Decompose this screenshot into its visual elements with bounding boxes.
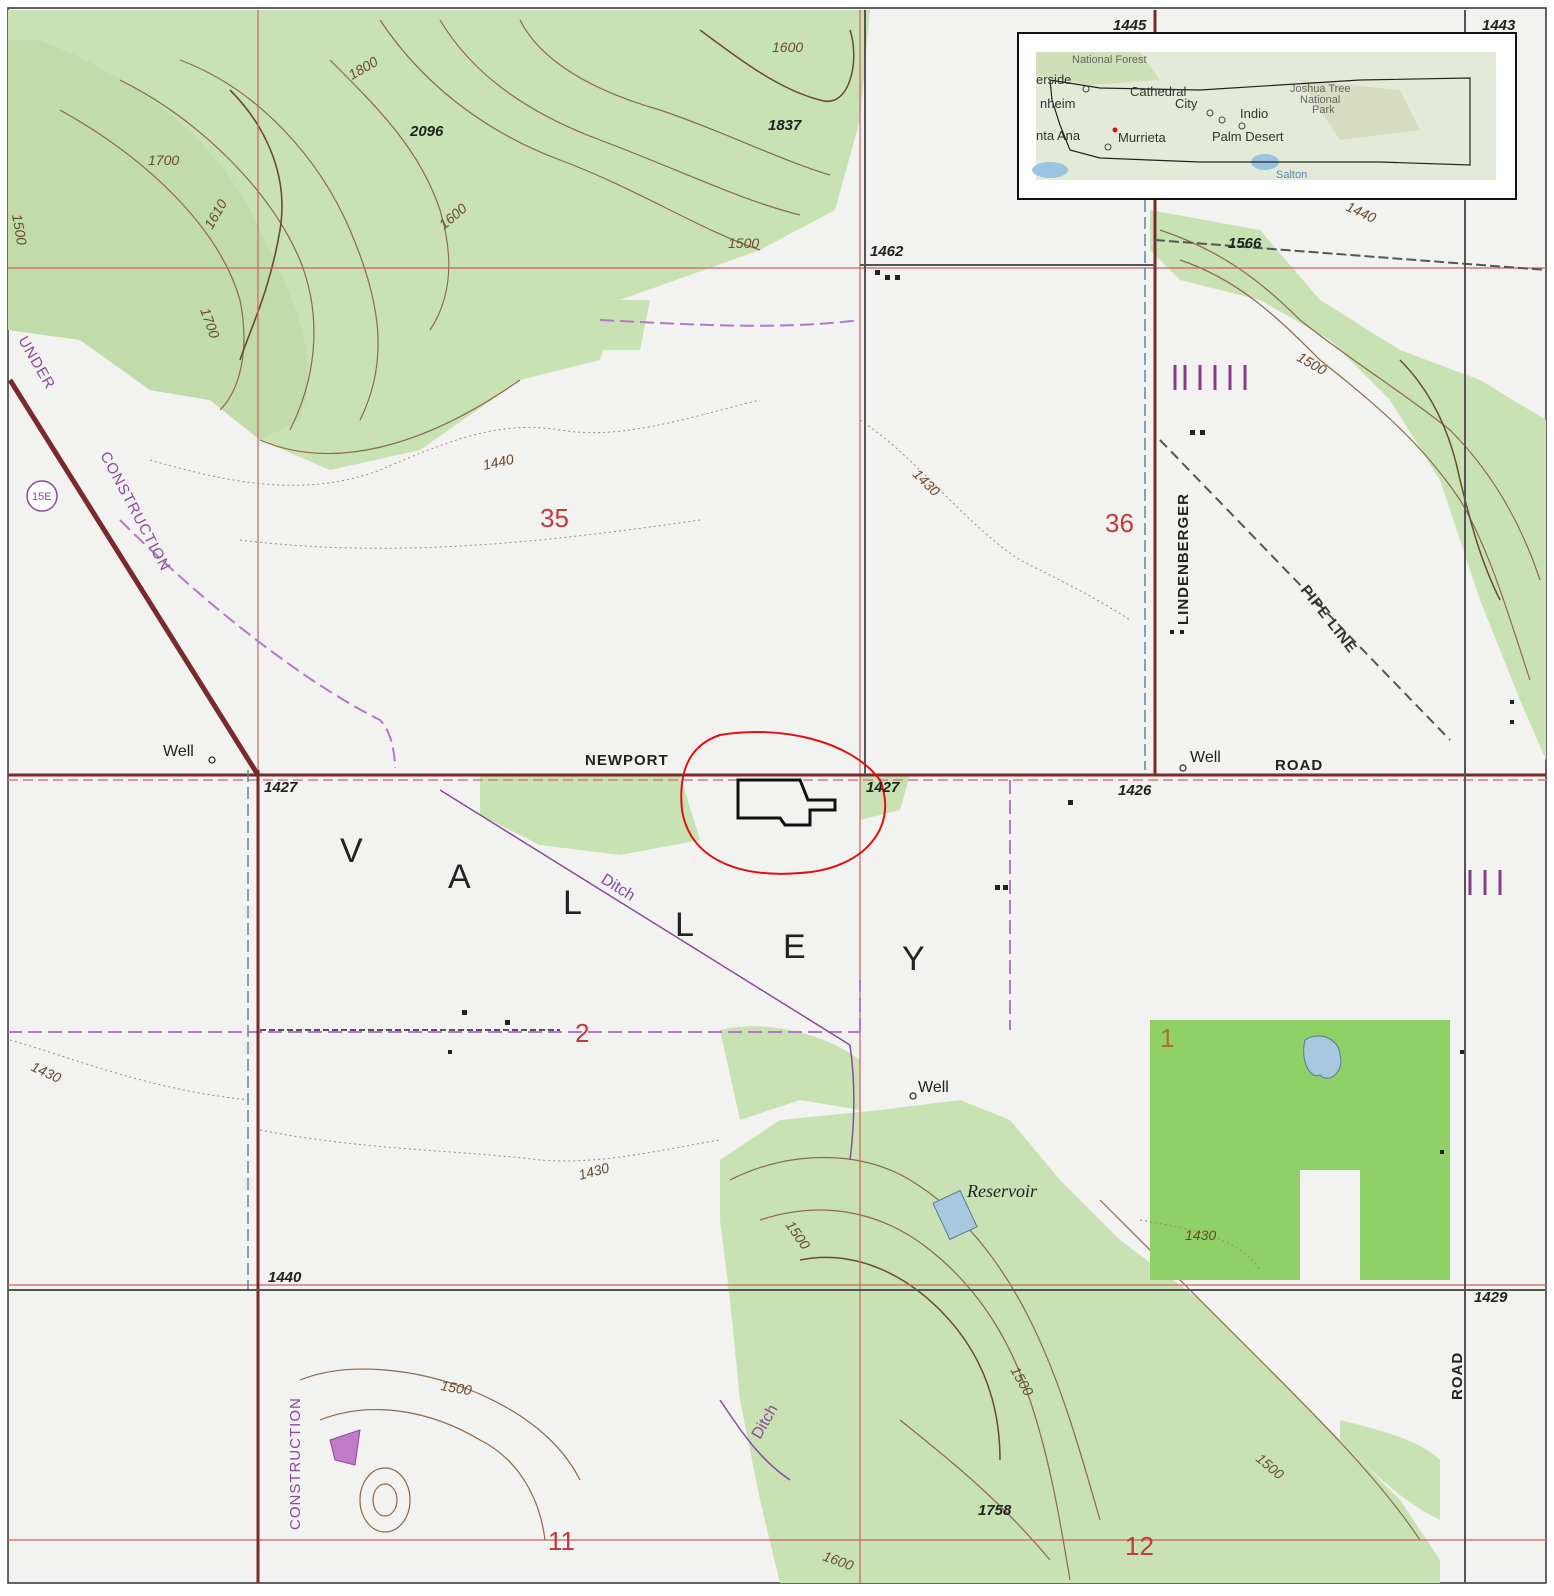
hill-relief-north: [8, 10, 870, 470]
ditches: [439, 789, 855, 1481]
elevation-2096: 2096: [409, 123, 444, 140]
contour-label: 1500: [439, 1377, 473, 1398]
road-label-newport: NEWPORT: [585, 752, 669, 769]
road-label-lindenberger: LINDENBERGER: [1175, 493, 1192, 625]
contour-label: 1600: [772, 39, 803, 55]
section-12: 12: [1125, 1531, 1154, 1561]
purple-dashed-lines: [8, 319, 1011, 1033]
contour-label: 1500: [9, 213, 30, 247]
section-11: 11: [548, 1526, 575, 1556]
reservoir-label: Reservoir: [966, 1181, 1038, 1201]
valley-contours: [9, 399, 1261, 1271]
elevation-1429: 1429: [1474, 1289, 1508, 1306]
route-shield-label: 15E: [32, 491, 52, 503]
section-36: 36: [1105, 508, 1134, 538]
inset-place-label: City: [1175, 96, 1198, 111]
vegetation-patch-north: [600, 300, 650, 350]
elevation-1427-west: 1427: [264, 779, 298, 796]
elevation-1462: 1462: [870, 243, 904, 260]
inset-place-label: Indio: [1240, 106, 1268, 121]
contour-label: 1500: [728, 235, 759, 251]
highlight-circle: [680, 731, 887, 875]
inset-place-label: nta Ana: [1036, 128, 1081, 143]
road-label-road-east: ROAD: [1275, 757, 1323, 774]
hatch-marks: [1173, 365, 1502, 895]
elevation-1443: 1443: [1482, 17, 1516, 34]
valley-letter-e: E: [783, 928, 806, 966]
inset-place-label: National: [1300, 94, 1340, 106]
elevation-1837: 1837: [768, 117, 802, 134]
well-label-west: Well: [163, 743, 194, 760]
section-1: 1: [1160, 1023, 1174, 1053]
hill-relief-south: [720, 1026, 1440, 1583]
elevation-1566: 1566: [1228, 235, 1262, 252]
road-label-road-vertical: ROAD: [1449, 1352, 1466, 1400]
well-label-east: Well: [1190, 749, 1221, 766]
hills-southwest: [299, 1368, 581, 1541]
well-label-south: Well: [918, 1079, 949, 1096]
elevation-1758: 1758: [978, 1502, 1012, 1519]
section-2: 2: [575, 1018, 589, 1048]
inset-place-label: Cathedral: [1130, 84, 1186, 99]
inset-locator-map: National Forest erside nheim Cathedral C…: [1017, 32, 1517, 200]
construction-label-south: CONSTRUCTION: [287, 1397, 304, 1530]
contour-label: 1440: [481, 451, 515, 473]
inset-place-label: Joshua Tree: [1290, 83, 1351, 95]
contour-label: 1430: [577, 1159, 611, 1183]
building-dots: [448, 270, 1514, 1154]
valley-letter-l1: L: [563, 884, 582, 922]
well-markers: [208, 756, 1187, 1100]
pond-icon: [1303, 1035, 1342, 1079]
inset-place-label: Murrieta: [1118, 130, 1166, 145]
elevation-1445: 1445: [1113, 17, 1147, 34]
valley-letter-l2: L: [675, 906, 694, 944]
inset-place-label: erside: [1036, 72, 1071, 87]
elevation-1426: 1426: [1118, 782, 1152, 799]
inset-place-label: Salton: [1276, 169, 1307, 181]
contour-label: 1700: [148, 152, 179, 168]
inset-place-label: Park: [1312, 104, 1335, 116]
inset-place-label: nheim: [1040, 96, 1075, 111]
valley-letter-v: V: [340, 832, 363, 870]
route-shield-icon: [26, 480, 58, 512]
valley-letter-a: A: [448, 858, 471, 896]
elevation-1440: 1440: [268, 1269, 302, 1286]
inset-place-label: National Forest: [1072, 54, 1147, 66]
reservoir-icon: [932, 1189, 978, 1241]
vegetation-patch-newport: [480, 775, 700, 855]
roads: [7, 10, 1547, 1583]
section-35: 35: [540, 503, 569, 533]
parcel-outline: [736, 778, 837, 827]
inset-place-label: Palm Desert: [1212, 129, 1284, 144]
elevation-1427-east: 1427: [866, 779, 900, 796]
park-area: [1150, 1020, 1450, 1280]
valley-letter-y: Y: [902, 940, 925, 978]
contour-label: 1430: [1185, 1227, 1216, 1243]
